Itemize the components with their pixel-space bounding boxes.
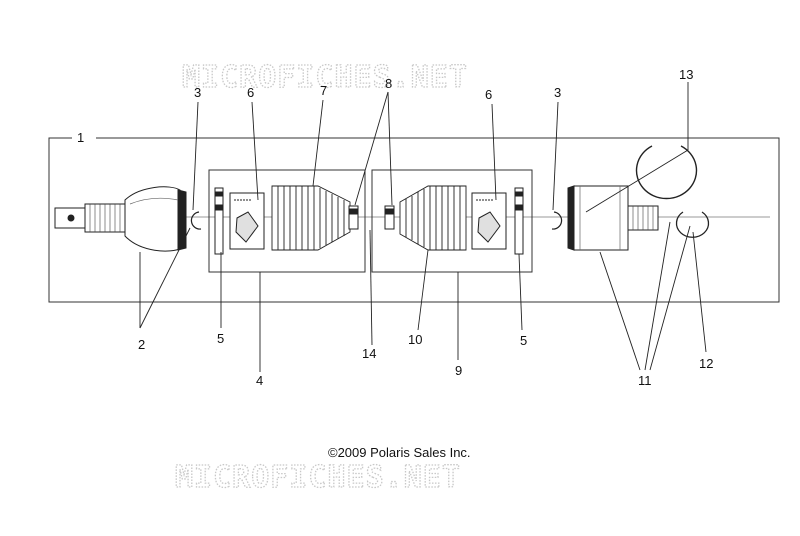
watermark-top: MICROFICHES.NET [182, 60, 468, 95]
callout-3-left: 3 [194, 85, 201, 100]
callout-1: 1 [77, 130, 84, 145]
callout-2: 2 [138, 337, 145, 352]
callout-14: 14 [362, 346, 376, 361]
callout-3-right: 3 [554, 85, 561, 100]
callout-10: 10 [408, 332, 422, 347]
callout-6-right: 6 [485, 87, 492, 102]
boot-kit-box-left [208, 169, 366, 273]
small-ring [675, 211, 710, 238]
boot-left [271, 185, 351, 251]
inner-cv-joint-right [567, 185, 659, 251]
callout-12: 12 [699, 356, 713, 371]
callout-11: 11 [638, 373, 652, 388]
callout-7: 7 [320, 83, 327, 98]
snap-ring-right [551, 211, 563, 230]
callout-5-right: 5 [520, 333, 527, 348]
assembly-frame [48, 137, 780, 303]
small-clamp-left [348, 205, 359, 230]
grease-packet-left [229, 192, 265, 250]
clamp-right [514, 187, 524, 255]
callout-9: 9 [455, 363, 462, 378]
clamp-left [214, 187, 224, 255]
grease-packet-right [471, 192, 507, 250]
leader-lines [139, 82, 707, 372]
callout-5-left: 5 [217, 331, 224, 346]
boot-kit-box-right [371, 169, 533, 273]
snap-ring-left [190, 211, 202, 230]
outer-cv-joint-left [54, 186, 187, 252]
large-ring [635, 145, 698, 200]
copyright-notice: ©2009 Polaris Sales Inc. [328, 445, 471, 460]
callout-13: 13 [679, 67, 693, 82]
callout-4: 4 [256, 373, 263, 388]
boot-right [399, 185, 467, 251]
callout-6-left: 6 [247, 85, 254, 100]
small-clamp-right [384, 205, 395, 230]
callout-8: 8 [385, 76, 392, 91]
watermark-bottom: MICROFICHES.NET [175, 460, 461, 495]
